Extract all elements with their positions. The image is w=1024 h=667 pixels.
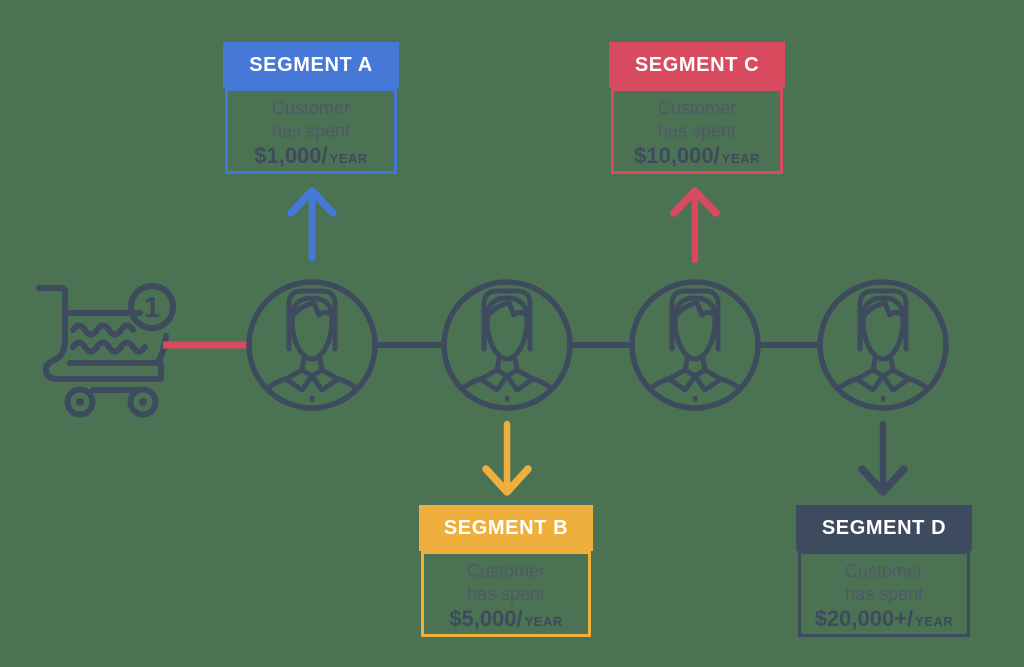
segment-a-header: SEGMENT A bbox=[223, 42, 399, 88]
segment-b-body: Customer has spent $5,000/YEAR bbox=[421, 551, 591, 637]
cart-badge-count: 1 bbox=[144, 292, 160, 324]
segment-a-amount-period: YEAR bbox=[329, 151, 368, 166]
segment-d-amount: $20,000+/YEAR bbox=[801, 607, 967, 634]
segment-c-card: SEGMENT C Customer has spent $10,000/YEA… bbox=[609, 42, 785, 174]
segment-c-amount-period: YEAR bbox=[721, 151, 760, 166]
segment-a-description-line1: Customer bbox=[271, 98, 351, 118]
cart-badge: 1 bbox=[128, 283, 176, 331]
customer-avatar-icon bbox=[820, 282, 946, 412]
segment-b-arrow-down-icon bbox=[482, 420, 532, 496]
segment-d-arrow-down-icon bbox=[858, 420, 908, 496]
segment-d-amount-value: $20,000+/ bbox=[814, 606, 914, 631]
segment-c-arrow-up-icon bbox=[670, 187, 720, 264]
segment-d-description-line1: Customer bbox=[844, 561, 924, 581]
segment-d-amount-period: YEAR bbox=[915, 614, 954, 629]
segment-b-description-line2: has spent bbox=[466, 584, 546, 604]
segment-a-arrow-up-icon bbox=[287, 187, 337, 262]
segment-d-card: SEGMENT D Customer has spent $20,000+/YE… bbox=[796, 505, 972, 637]
segment-a-body: Customer has spent $1,000/YEAR bbox=[225, 88, 397, 174]
customer-avatar-icon bbox=[249, 282, 375, 412]
customer-avatar-icon bbox=[444, 282, 570, 412]
segment-b-description-line1: Customer bbox=[466, 561, 546, 581]
segment-b-amount-value: $5,000/ bbox=[449, 606, 523, 631]
segment-a-description-line2: has spent bbox=[271, 121, 351, 141]
segment-d-body: Customer has spent $20,000+/YEAR bbox=[798, 551, 970, 637]
segment-c-description-line1: Customer bbox=[657, 98, 737, 118]
segment-c-amount: $10,000/YEAR bbox=[614, 144, 780, 171]
segment-c-amount-value: $10,000/ bbox=[634, 143, 720, 168]
segment-b-card: SEGMENT B Customer has spent $5,000/YEAR bbox=[419, 505, 593, 637]
segment-d-header: SEGMENT D bbox=[796, 505, 972, 551]
segment-a-amount: $1,000/YEAR bbox=[228, 144, 394, 171]
segment-c-description-line2: has spent bbox=[657, 121, 737, 141]
segment-d-description-line2: has spent bbox=[844, 584, 924, 604]
segment-b-header: SEGMENT B bbox=[419, 505, 593, 551]
segment-a-card: SEGMENT A Customer has spent $1,000/YEAR bbox=[223, 42, 399, 174]
customer-avatar-icon bbox=[632, 282, 758, 412]
segment-c-header: SEGMENT C bbox=[609, 42, 785, 88]
segment-c-body: Customer has spent $10,000/YEAR bbox=[611, 88, 783, 174]
segment-b-amount-period: YEAR bbox=[524, 614, 563, 629]
shopping-cart-icon: 1 bbox=[36, 283, 176, 418]
segment-a-amount-value: $1,000/ bbox=[254, 143, 328, 168]
segment-b-amount: $5,000/YEAR bbox=[424, 607, 588, 634]
